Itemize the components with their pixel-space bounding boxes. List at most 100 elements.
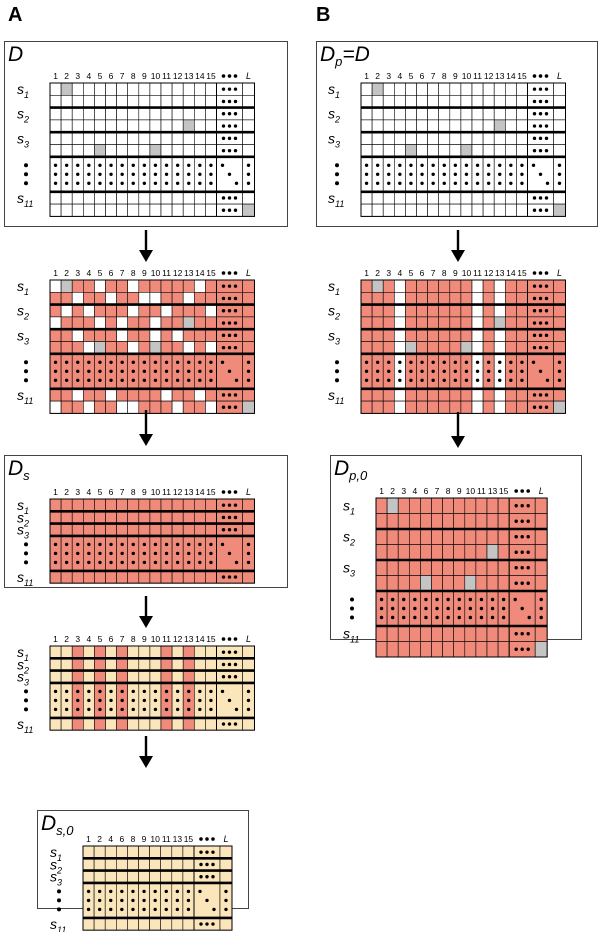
row-label: s11	[50, 916, 66, 932]
header-ellipsis-dot	[227, 637, 232, 641]
matrix-cell	[486, 625, 499, 642]
matrix-cell	[171, 107, 184, 121]
matrix-cell	[94, 131, 106, 145]
ellipsis-dot	[175, 698, 180, 703]
row-label-subscript: 11	[57, 925, 66, 932]
matrix-cell	[460, 119, 473, 133]
ellipsis-dot	[211, 922, 215, 926]
matrix-cell	[453, 497, 466, 514]
matrix-cell	[49, 316, 62, 330]
matrix-cell	[416, 304, 428, 318]
diagonal-dot	[212, 907, 216, 912]
column-header: 8	[442, 268, 447, 278]
ellipsis-dot	[153, 907, 157, 912]
matrix-cell	[497, 544, 510, 561]
ellipsis-dot	[420, 163, 424, 167]
matrix-cell	[60, 523, 73, 537]
last-column-cell	[553, 131, 566, 145]
ellipsis-dot	[375, 378, 380, 382]
ellipsis-dot	[131, 689, 135, 694]
last-column-cell	[242, 400, 255, 414]
matrix-cell	[394, 304, 406, 318]
matrix-cell	[453, 528, 466, 545]
matrix-cell	[371, 82, 384, 96]
column-header-l: L	[246, 634, 251, 644]
matrix-cell	[60, 203, 73, 217]
diagonal-dot	[538, 172, 543, 176]
matrix-cell	[182, 670, 195, 684]
column-header: 15	[184, 834, 194, 844]
matrix-cell	[93, 845, 106, 859]
ellipsis-dot	[453, 181, 458, 185]
row-label: s1	[343, 498, 355, 517]
matrix-cell	[416, 131, 428, 145]
matrix-cell	[171, 857, 184, 871]
ellipsis-dot	[221, 208, 226, 212]
matrix-cell	[149, 670, 162, 684]
matrix-cell	[60, 191, 73, 205]
matrix-cell	[60, 291, 73, 305]
ellipsis-dot	[227, 309, 232, 313]
last-column-cell	[242, 328, 255, 342]
ellipsis-dot	[520, 504, 524, 508]
ellipsis-dot	[390, 615, 395, 620]
column-header: 15	[206, 268, 216, 278]
ellipsis-dot	[227, 136, 232, 141]
matrix-cell	[438, 316, 451, 330]
column-header: 6	[424, 486, 429, 496]
ellipsis-dot	[53, 689, 58, 694]
matrix-cell	[386, 641, 399, 658]
matrix-cell	[482, 400, 495, 414]
ellipsis-dot	[209, 360, 213, 364]
column-header: 3	[75, 487, 80, 497]
ellipsis-dot	[227, 662, 232, 667]
ellipsis-dot	[498, 163, 502, 167]
matrix-cell	[160, 191, 173, 205]
ellipsis-dot	[532, 321, 537, 325]
matrix-cell	[149, 328, 162, 342]
ellipsis-dot	[120, 707, 124, 712]
matrix-cell	[516, 400, 528, 414]
ellipsis-dot	[539, 597, 543, 602]
ellipsis-dot	[209, 542, 213, 547]
matrix-cell	[83, 645, 95, 659]
ellipsis-dot	[53, 560, 58, 565]
matrix-cell	[504, 144, 517, 158]
matrix-cell	[497, 641, 510, 658]
ellipsis-dot	[76, 172, 80, 176]
ellipsis-dot	[364, 369, 369, 373]
matrix-cell	[160, 341, 173, 355]
matrix-cell	[171, 400, 184, 414]
matrix-cell	[438, 131, 451, 145]
matrix-cell	[416, 191, 428, 205]
ellipsis-dot	[538, 99, 543, 104]
ellipsis-dot	[246, 360, 251, 364]
ellipsis-dot	[198, 542, 202, 547]
ellipsis-dot	[464, 369, 469, 373]
ellipsis-dot	[538, 136, 543, 141]
matrix-cell	[427, 191, 440, 205]
ellipsis-dot	[142, 181, 147, 185]
matrix-cell	[94, 717, 106, 731]
column-header: 11	[473, 71, 482, 81]
ellipsis-dot	[520, 647, 524, 651]
ellipsis-dot	[199, 922, 203, 926]
ellipsis-dot	[442, 378, 446, 382]
matrix-cell	[171, 388, 184, 402]
column-header: 1	[364, 268, 369, 278]
row-label-subscript: 11	[335, 199, 344, 209]
ellipsis-dot	[532, 405, 537, 409]
matrix-cell	[504, 191, 517, 205]
ellipsis-dot	[233, 333, 238, 338]
matrix-cell	[482, 82, 495, 96]
matrix-cell	[116, 328, 129, 342]
ellipsis-dot	[109, 907, 113, 912]
matrix-cell	[493, 191, 506, 205]
matrix-cell	[160, 94, 173, 108]
matrix-cell	[171, 82, 184, 96]
ellipsis-dot	[98, 163, 102, 167]
ellipsis-dot	[221, 309, 226, 313]
matrix-cell	[93, 857, 106, 871]
ellipsis-dot	[164, 898, 168, 903]
